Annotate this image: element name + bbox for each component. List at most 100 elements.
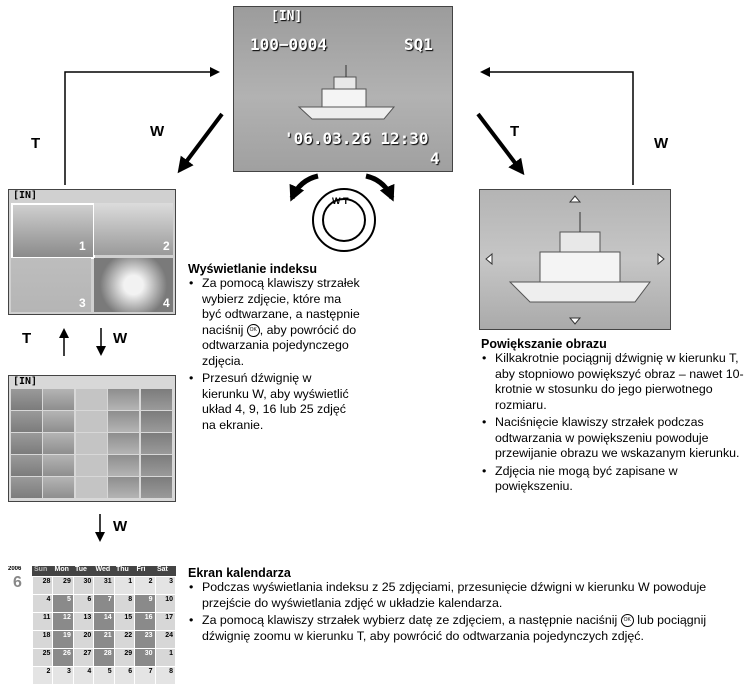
zoom-bullet-2: Naciśnięcie klawiszy strzałek podczas od… (481, 415, 753, 462)
label-t-mid: T (510, 123, 520, 140)
calendar-day: 26 (52, 648, 74, 667)
index4-num-3: 3 (79, 296, 86, 310)
thumbnail (11, 433, 42, 454)
calendar-day: 14 (93, 612, 115, 631)
thumbnail (11, 455, 42, 476)
label-w-low: W (113, 330, 128, 347)
calendar-day: 28 (31, 576, 54, 595)
calendar-day: 29 (113, 648, 136, 667)
zoom-screen (479, 189, 671, 330)
thumbnail (108, 411, 140, 432)
calendar-day: 18 (31, 630, 54, 649)
calendar-day: 6 (72, 594, 95, 613)
index-25-screen: [IN] (8, 375, 176, 502)
calendar-day: 8 (113, 594, 136, 613)
thumbnail (43, 411, 75, 432)
frame-number: 4 (430, 149, 440, 168)
thumbnail (140, 477, 172, 498)
calendar-day: 5 (93, 666, 115, 685)
index4-num-2: 2 (163, 239, 170, 253)
thumbnail (140, 455, 172, 476)
index4-memory: [IN] (13, 190, 38, 201)
arrow-w-down (177, 112, 224, 174)
thumbnail (75, 477, 107, 498)
calendar-day: 7 (134, 666, 156, 685)
calendar-month: 6 (13, 574, 22, 591)
calendar-day: 3 (52, 666, 74, 685)
label-t-low: T (22, 330, 32, 347)
calendar-day: 6 (113, 666, 136, 685)
index25-grid (11, 389, 173, 499)
calendar-day: 22 (113, 630, 136, 649)
thumbnail (140, 411, 172, 432)
label-w-left: W (150, 123, 165, 140)
index-section: Wyświetlanie indeksu Za pomocą klawiszy … (188, 262, 360, 435)
calendar-day: 16 (134, 612, 156, 631)
index-bullet-2: Przesuń dźwignię w kierunku W, aby wyświ… (188, 371, 360, 433)
index4-num-4: 4 (163, 296, 170, 310)
ok-button-icon: OK (620, 614, 634, 628)
thumbnail (11, 411, 42, 432)
zoom-section: Powiększanie obrazu Kilkakrotnie pociągn… (481, 337, 753, 497)
calendar-day: 20 (72, 630, 95, 649)
zoom-lever: W T (312, 188, 376, 252)
file-number: 100−0004 (250, 35, 328, 54)
arrow-zoom-to-single (480, 67, 634, 185)
arrow-index-to-single (64, 67, 220, 185)
calendar-day: 4 (72, 666, 95, 685)
calendar-day: 2 (134, 576, 156, 595)
single-image-screen: [IN] 100−0004 SQ1 '06.03.26 12:30 4 (233, 6, 453, 172)
calendar-day: 28 (93, 648, 115, 667)
calendar-day: 15 (113, 612, 136, 631)
calendar-bullet-1: Podczas wyświetlania indeksu z 25 zdjęci… (188, 580, 750, 611)
thumbnail (75, 411, 107, 432)
calendar-day: 30 (72, 576, 95, 595)
boat-image (297, 65, 396, 120)
weekday-label: Tue (75, 566, 87, 573)
zoom-title: Powiększanie obrazu (481, 337, 607, 351)
index4-num-1: 1 (79, 239, 86, 253)
thumbnail (11, 389, 42, 410)
thumbnail (75, 455, 107, 476)
calendar-day: 11 (31, 612, 54, 631)
thumbnail (140, 389, 172, 410)
arrow-t-down (476, 112, 525, 176)
thumbnail (75, 389, 107, 410)
zoomed-boat-image (508, 212, 651, 303)
thumbnail (43, 433, 75, 454)
weekday-label: Wed (95, 566, 111, 573)
thumbnail (43, 455, 75, 476)
weekday-label: Fri (136, 566, 146, 573)
label-t-left: T (31, 135, 41, 152)
scroll-arrows (485, 195, 665, 325)
thumbnail (108, 455, 140, 476)
weekday-label: Sun (34, 566, 48, 573)
calendar-day: 29 (52, 576, 74, 595)
lever-marks: W T (332, 196, 349, 206)
thumbnail (108, 477, 140, 498)
thumbnail (108, 433, 140, 454)
calendar-day: 5 (52, 594, 74, 613)
calendar-bullet-2: Za pomocą klawiszy strzałek wybierz datę… (188, 613, 750, 644)
calendar-day: 30 (134, 648, 156, 667)
calendar-day: 17 (154, 612, 176, 631)
quality-mode: SQ1 (404, 35, 433, 54)
calendar-day: 3 (154, 576, 176, 595)
calendar-day: 23 (134, 630, 156, 649)
thumbnail (75, 433, 107, 454)
index-bullet-1: Za pomocą klawiszy strzałek wybierz zdję… (188, 276, 360, 369)
index-4-screen: [IN] 1 2 3 4 (8, 189, 176, 315)
thumbnail (43, 477, 75, 498)
zoom-bullet-1: Kilkakrotnie pociągnij dźwignię w kierun… (481, 351, 753, 413)
thumbnail (11, 477, 42, 498)
calendar-day: 12 (52, 612, 74, 631)
calendar-title: Ekran kalendarza (188, 566, 291, 580)
label-w-bottom: W (113, 518, 128, 535)
calendar-day: 13 (72, 612, 95, 631)
ok-button-icon: OK (246, 323, 260, 337)
calendar-day: 2 (31, 666, 54, 685)
